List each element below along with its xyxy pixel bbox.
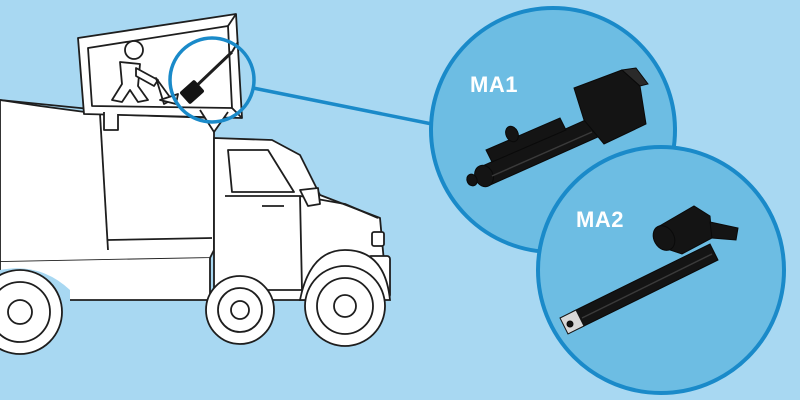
billboard-sign: [77, 13, 243, 133]
callout-connector-line: [252, 86, 443, 128]
actuator-ma2-icon: [559, 205, 739, 335]
front-wheel: [298, 249, 391, 347]
rear-wheel: [0, 268, 70, 355]
callout-circle: [168, 36, 256, 124]
middle-wheel: [205, 275, 275, 345]
product-label-ma1: MA1: [470, 72, 518, 97]
actuator-ma1-icon: [466, 67, 649, 188]
product-label-ma2: MA2: [576, 207, 624, 232]
linear-actuator-icon: [180, 41, 239, 104]
